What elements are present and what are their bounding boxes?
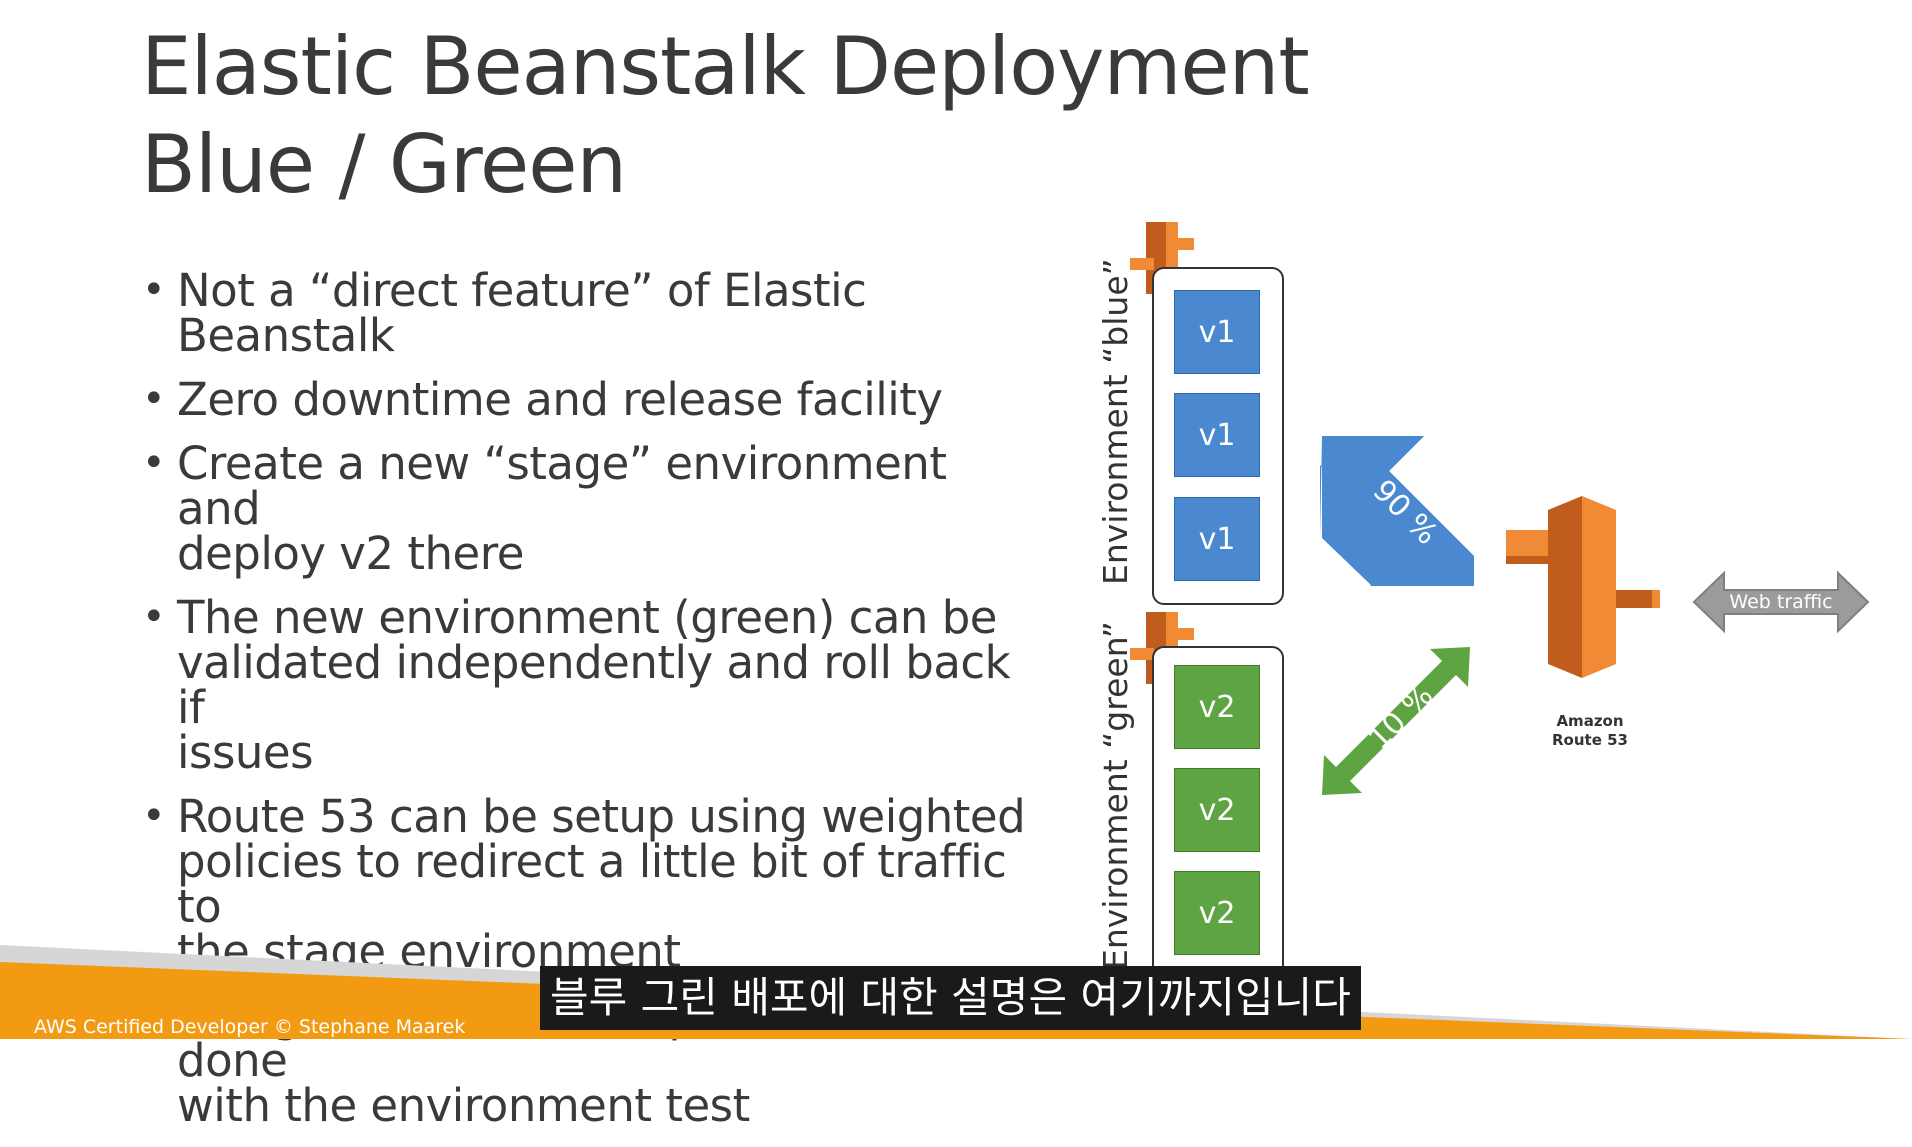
bullet-line: deploy v2 there <box>177 527 524 580</box>
bullet-line: Not a “direct feature” of Elastic Beanst… <box>177 264 867 362</box>
diagram-graphics <box>0 222 1912 1039</box>
bullet-line: The new environment (green) can be <box>177 591 997 644</box>
instance-blue-2: v1 <box>1174 393 1260 477</box>
weight-arrow-blue <box>1320 436 1474 586</box>
bullet-line: Zero downtime and release facility <box>177 373 943 426</box>
instance-blue-3: v1 <box>1174 497 1260 581</box>
bullet-dot: • <box>142 267 166 313</box>
env-green-label: Environment “green” <box>1096 621 1135 970</box>
bullet-dot: • <box>142 594 166 640</box>
slide-title-line-1: Elastic Beanstalk Deployment <box>141 20 1310 113</box>
instance-green-2: v2 <box>1174 768 1260 852</box>
instance-green-1: v2 <box>1174 665 1260 749</box>
env-blue-label: Environment “blue” <box>1096 258 1135 585</box>
slide-title-line-2: Blue / Green <box>141 118 627 211</box>
bullet-item: •Not a “direct feature” of Elastic Beans… <box>140 264 1040 362</box>
video-subtitle: 블루 그린 배포에 대한 설명은 여기까지입니다 <box>540 966 1361 1030</box>
web-traffic-arrow <box>1692 570 1870 634</box>
instance-blue-1: v1 <box>1174 290 1260 374</box>
bullet-dot: • <box>142 440 166 486</box>
bullet-line: Create a new “stage” environment and <box>177 437 947 535</box>
bullet-line: policies to redirect a little bit of tra… <box>177 835 1007 933</box>
slide-title: Elastic Beanstalk Deployment Blue / Gree… <box>141 18 1310 214</box>
web-traffic-label: Web traffic <box>1729 591 1833 613</box>
bullet-dot: • <box>142 376 166 422</box>
slide: Elastic Beanstalk Deployment Blue / Gree… <box>0 18 1912 1128</box>
bullet-dot: • <box>142 793 166 839</box>
bullet-item: •Zero downtime and release facility <box>140 373 1040 426</box>
bullet-line: issues <box>177 726 314 779</box>
instance-green-3: v2 <box>1174 871 1260 955</box>
route53-label-line-1: Amazon <box>1556 712 1624 730</box>
footer-copyright: AWS Certified Developer © Stephane Maare… <box>34 1016 466 1038</box>
bullet-line: Route 53 can be setup using weighted <box>177 790 1026 843</box>
route53-label: Amazon Route 53 <box>1520 712 1660 750</box>
bullet-line: validated independently and roll back if <box>177 636 1011 734</box>
bullet-line: with the environment test <box>177 1079 750 1132</box>
weight-arrow-green <box>1322 647 1470 795</box>
route53-label-line-2: Route 53 <box>1552 731 1628 749</box>
route53-icon <box>1506 496 1660 678</box>
